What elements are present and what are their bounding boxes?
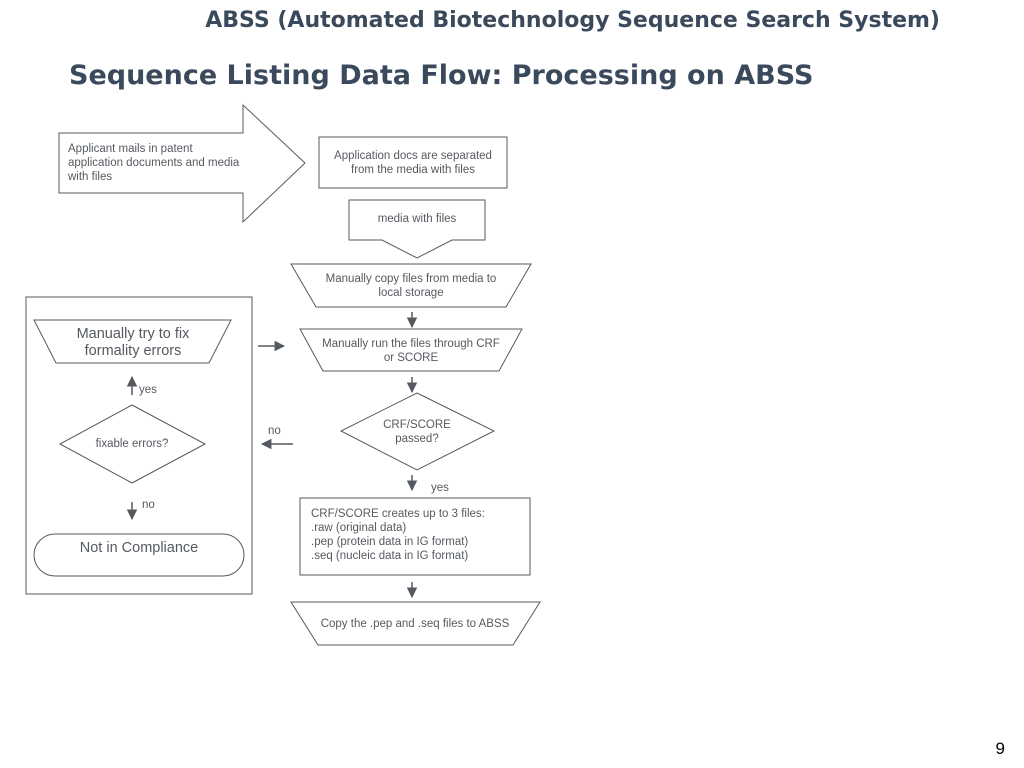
fixable-decision-label: fixable errors?: [95, 438, 169, 450]
system-title: ABSS (Automated Biotechnology Sequence S…: [205, 8, 940, 33]
slide-title: Sequence Listing Data Flow: Processing o…: [69, 60, 814, 91]
copy-step-label: Manually copy files from media to local …: [325, 273, 497, 299]
passed-diamond-shape: [339, 392, 496, 471]
fixable-diamond-shape: [58, 404, 207, 484]
creates-files-label: CRF/SCORE creates up to 3 files: .raw (o…: [311, 508, 485, 562]
page-number: 9: [995, 739, 1005, 758]
no-label-panel: no: [142, 499, 155, 511]
copy-trapezoid-shape: [290, 263, 532, 308]
applicant-arrow-shape: [58, 103, 306, 224]
copy-to-abss-label: Copy the .pep and .seq files to ABSS: [320, 618, 510, 630]
run-trapezoid-shape: [299, 328, 523, 372]
fix-trapezoid-shape: [33, 319, 232, 364]
copy-abss-trapezoid-shape: [290, 601, 541, 646]
not-compliant-pill-shape: [33, 533, 245, 577]
media-item-label: media with files: [377, 213, 457, 225]
applicant-step-label: Applicant mails in patent application do…: [68, 143, 240, 183]
run-step-label: Manually run the files through CRF or SC…: [322, 338, 500, 364]
separate-step-label: Application docs are separated from the …: [334, 150, 492, 176]
not-compliant-label: Not in Compliance: [79, 539, 199, 556]
yes-label-main: yes: [431, 482, 449, 494]
media-callout-shape: [348, 199, 486, 259]
passed-decision-label: CRF/SCORE passed?: [383, 419, 451, 445]
no-label-main: no: [268, 425, 281, 437]
creates-files-box-shape: [299, 497, 531, 576]
yes-label-panel: yes: [139, 384, 157, 396]
error-panel-frame: [25, 296, 253, 595]
separate-box-shape: [318, 136, 508, 189]
fix-step-label: Manually try to fix formality errors: [76, 326, 190, 359]
